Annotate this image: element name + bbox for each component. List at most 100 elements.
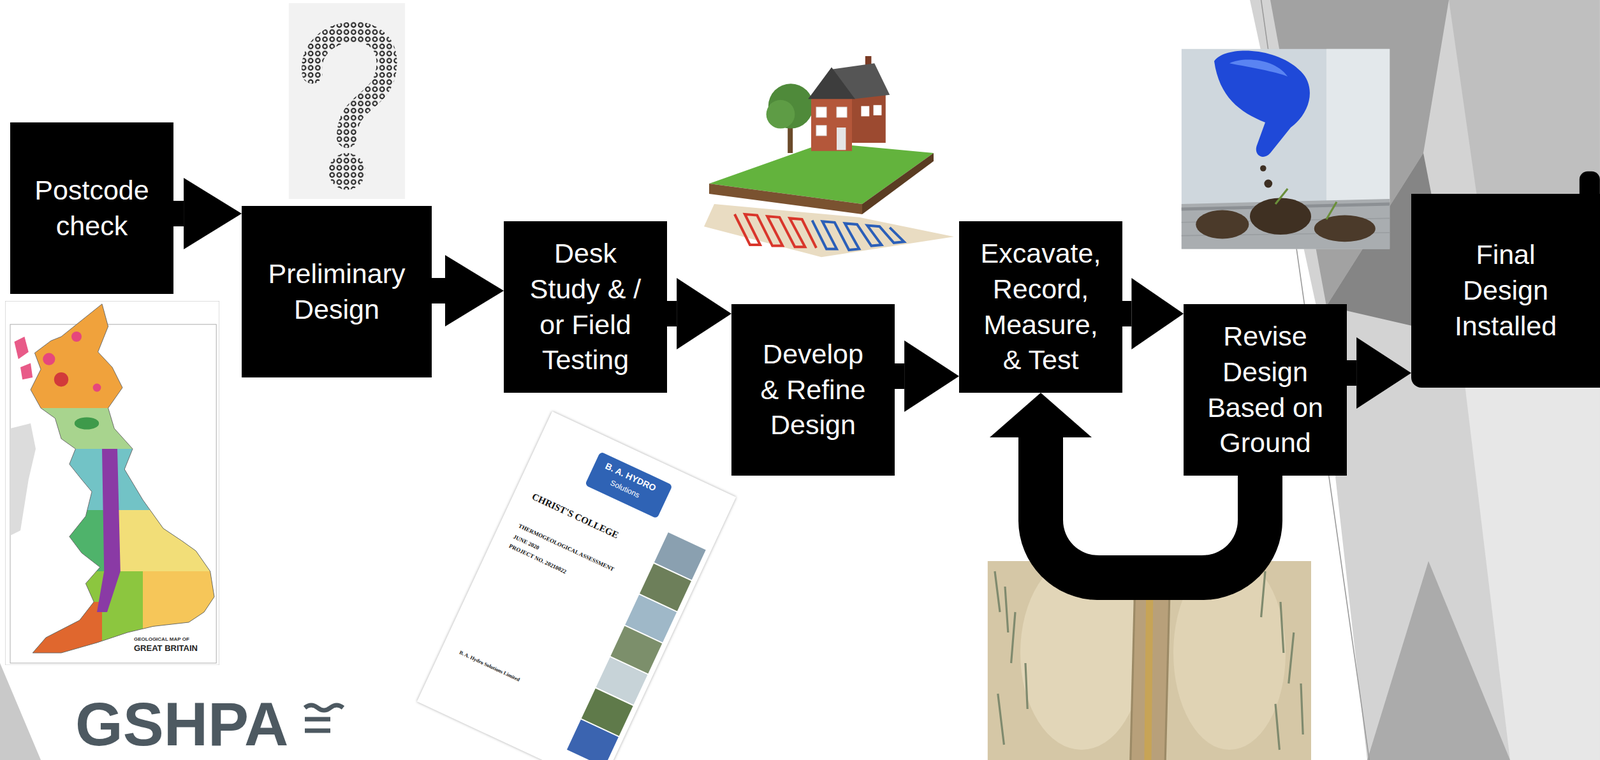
report-cover — [584, 451, 673, 519]
house-ground-loop-picture — [816, 107, 827, 118]
house-ground-loop-picture — [836, 107, 847, 118]
node-label: Excavate, Record, Measure, & Test — [976, 235, 1105, 379]
grey-facets — [1367, 561, 1511, 760]
node-label: Desk Study & / or Field Testing — [521, 235, 650, 379]
report-cover — [566, 719, 619, 760]
question-mark-picture — [288, 3, 405, 199]
geological-map — [5, 300, 220, 666]
geological-map — [93, 383, 102, 393]
arrow-head — [445, 255, 504, 327]
geological-map — [96, 448, 121, 613]
logo-mark — [304, 728, 331, 734]
report-cover: B. A. HYDROSolutionsCHRIST'S COLLEGETHER… — [417, 411, 736, 760]
geological-map — [112, 510, 220, 572]
soil-sample-photo — [1181, 49, 1390, 250]
block-arrow — [1346, 337, 1412, 409]
process-box: Revise Design Based on Ground — [1183, 304, 1347, 476]
process-box: Develop & Refine Design — [731, 304, 895, 476]
arrow-head — [1131, 278, 1184, 350]
arrow-shaft — [667, 300, 677, 327]
logo-mark — [304, 705, 344, 711]
process-box: Preliminary Design — [241, 205, 432, 378]
picture-text: GEOLOGICAL MAP OF — [132, 637, 191, 643]
soil-sample-photo — [1229, 59, 1288, 77]
geological-map — [42, 353, 55, 366]
house-ground-loop-picture — [873, 105, 882, 116]
soil-sample-photo — [1181, 49, 1390, 250]
geological-map — [74, 417, 99, 430]
geological-map — [14, 336, 29, 360]
geological-map — [71, 331, 82, 342]
soil-sample-photo — [1249, 197, 1312, 235]
question-mark-picture — [328, 153, 366, 191]
node-label: Develop & Refine Design — [752, 336, 874, 444]
process-box: Excavate, Record, Measure, & Test — [959, 221, 1123, 393]
house-ground-loop-picture — [734, 214, 817, 249]
geological-map — [20, 363, 33, 381]
house-ground-loop-picture — [836, 127, 846, 150]
house-ground-loop-picture — [860, 105, 870, 117]
soil-sample-photo — [1214, 51, 1310, 157]
soil-sample-photo — [1260, 165, 1267, 172]
process-box: Desk Study & / or Field Testing — [503, 221, 668, 393]
house-ground-loop-picture — [704, 204, 955, 257]
geological-map — [54, 372, 69, 387]
soil-sample-photo — [1326, 49, 1390, 203]
block-arrow — [173, 177, 242, 250]
arrow-shaft — [1122, 300, 1132, 327]
geological-map — [5, 601, 103, 664]
geological-map — [30, 304, 215, 654]
geological-map: GEOLOGICAL MAP OFGREAT BRITAIN — [5, 300, 220, 666]
node-label: Preliminary Design — [260, 256, 414, 328]
geological-map — [5, 408, 220, 449]
house-ground-loop-picture — [704, 56, 955, 257]
picture-text: CHRIST'S COLLEGE — [530, 491, 621, 541]
arrow-shaft — [431, 278, 446, 304]
house-ground-loop-picture — [862, 153, 934, 215]
picture-text: B. A. Hydro Solutions Limited — [458, 650, 521, 684]
arrow-head — [989, 392, 1092, 438]
geological-map — [5, 300, 220, 409]
arrow-head — [904, 340, 960, 412]
soil-sample-photo — [1314, 215, 1376, 243]
block-arrow — [1122, 278, 1184, 350]
process-box: Postcode check — [10, 122, 174, 294]
picture-text: GREAT BRITAIN — [132, 644, 199, 654]
soil-sample-photo — [1195, 210, 1249, 240]
logo-mark — [304, 705, 344, 731]
house-ground-loop-picture — [807, 67, 856, 100]
house-ground-loop-picture — [812, 220, 905, 250]
arrow-head — [676, 278, 732, 350]
house-ground-loop-picture — [851, 95, 886, 143]
arrow-shaft — [173, 200, 184, 227]
process-box: Final Design Installed — [1411, 193, 1600, 388]
house-ground-loop-picture — [766, 100, 796, 129]
arrow-shaft — [1346, 360, 1357, 386]
block-arrow — [667, 278, 732, 350]
node-label: Postcode check — [28, 172, 156, 245]
question-mark-picture — [288, 3, 405, 199]
house-ground-loop-picture — [811, 96, 852, 152]
logo-text: GSHPA — [75, 693, 289, 756]
arrow-shaft — [894, 363, 905, 389]
geological-map — [5, 300, 220, 666]
house-ground-loop-picture — [816, 125, 827, 136]
report-cover — [417, 411, 736, 760]
block-arrow — [894, 340, 960, 412]
logo-mark — [304, 717, 331, 722]
grey-facets — [0, 663, 41, 760]
soil-sample-photo — [1263, 179, 1273, 189]
house-ground-loop-picture — [709, 183, 863, 215]
node-label: Final Design Installed — [1441, 237, 1570, 345]
block-arrow — [431, 255, 504, 327]
arrow-head — [183, 177, 242, 250]
soil-sample-photo — [1275, 188, 1288, 205]
arrow-head — [1356, 337, 1412, 409]
soil-sample-photo — [1326, 202, 1337, 220]
geological-map — [5, 300, 220, 664]
node-label: Revise Design Based on Ground — [1201, 318, 1329, 462]
